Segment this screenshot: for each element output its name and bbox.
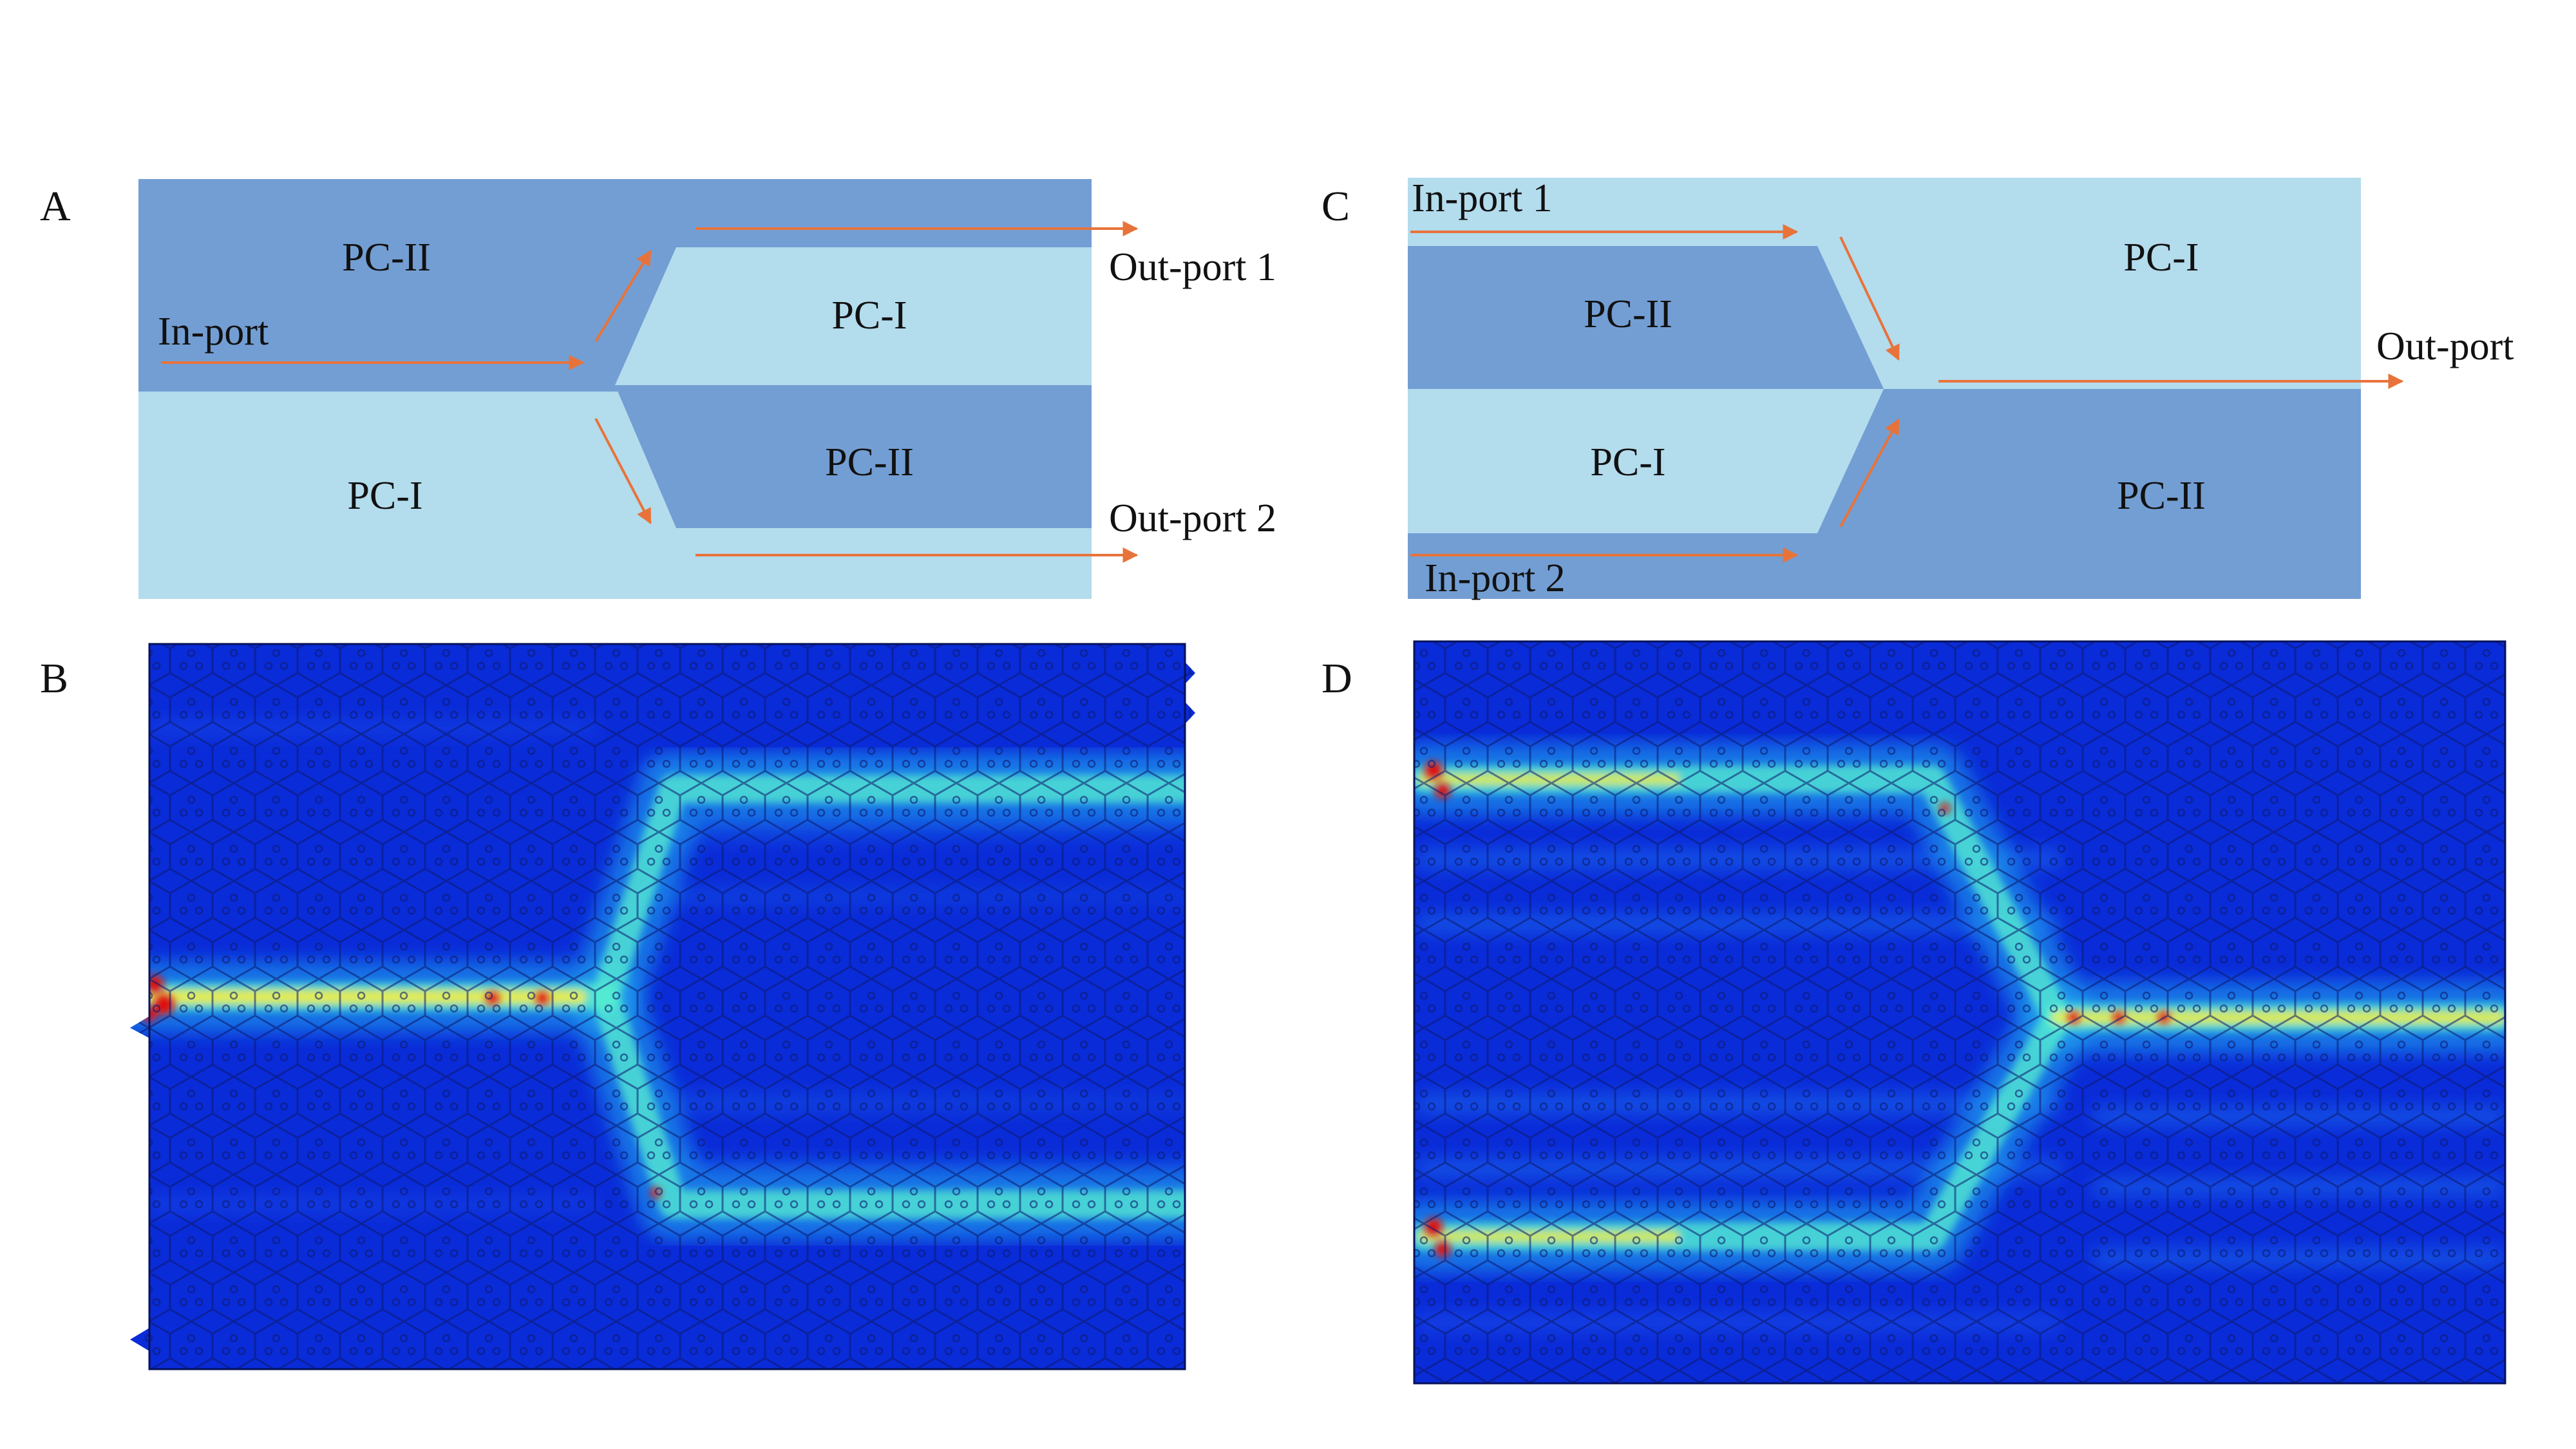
label-in-port: In-port (158, 310, 269, 354)
panel-letter-b: B (40, 655, 68, 702)
label-pc2-top-left: PC-II (342, 236, 431, 279)
label-pc2-right-bottom: PC-II (825, 440, 914, 484)
arrow-split-up (594, 249, 652, 343)
arrows-c (1410, 224, 2404, 563)
region-right-top-pc1 (615, 247, 1092, 385)
label-out-port-1: Out-port 1 (1109, 245, 1276, 289)
label-pc1-bottom-left: PC-I (347, 474, 422, 518)
panel-a: A PC-II PC-I PC-II PC-I In-port Out-port… (40, 179, 1276, 599)
region-right-bottom-pc2 (615, 385, 1092, 528)
arrow-split-down (594, 418, 652, 525)
arrow-merge-bottom (1839, 418, 1900, 527)
panel-c: C PC-II PC-I PC-I PC-II In-port 1 In-por… (1321, 176, 2514, 600)
label-out-port: Out-port (2376, 325, 2514, 368)
panel-letter-d: D (1321, 655, 1352, 702)
region-left-top-pc2 (1408, 246, 1884, 389)
label-pc2-right-bottom: PC-II (2117, 474, 2206, 518)
label-pc1-right-top: PC-I (2123, 236, 2199, 279)
field-map-splitter (130, 644, 1195, 1369)
region-left-bottom-pc1 (1408, 389, 1884, 533)
label-in-port-1: In-port 1 (1412, 176, 1553, 220)
label-pc1-right-top: PC-I (831, 294, 907, 337)
label-pc2-left-top: PC-II (1584, 292, 1672, 336)
label-in-port-2: In-port 2 (1425, 556, 1566, 600)
label-pc1-left-bottom: PC-I (1590, 440, 1665, 484)
panel-b: B (40, 643, 1195, 1370)
label-out-port-2: Out-port 2 (1109, 497, 1276, 540)
panel-letter-a: A (40, 183, 71, 230)
panel-letter-c: C (1321, 183, 1350, 230)
panel-d: D (1321, 640, 2506, 1385)
field-map-combiner (1414, 641, 2505, 1383)
arrow-merge-top (1839, 236, 1900, 361)
arrows-a (161, 221, 1139, 563)
